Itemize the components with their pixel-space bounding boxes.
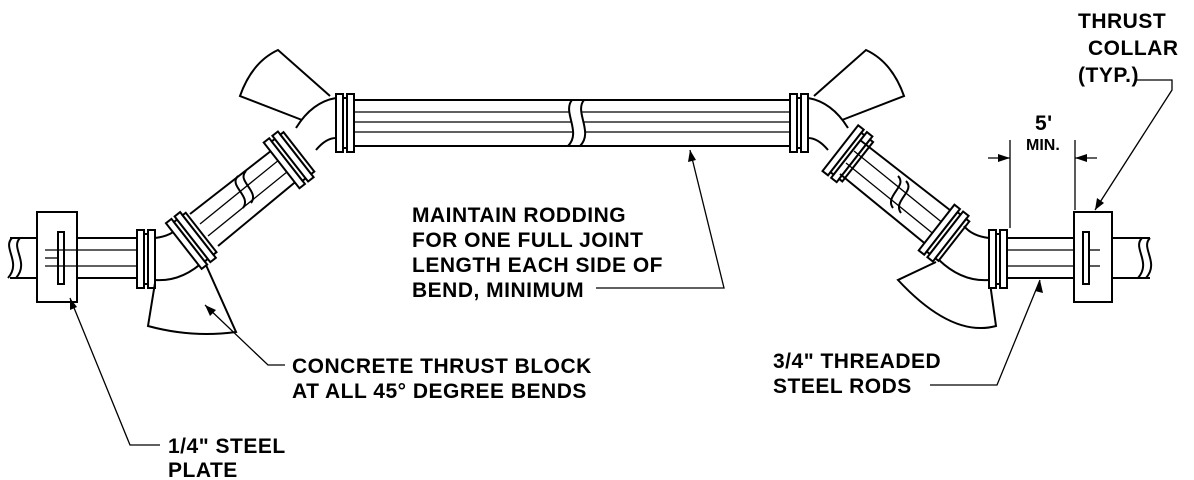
rodding-leader [596, 149, 725, 289]
thrust-block-note: CONCRETE THRUST BLOCK AT ALL 45° DEGREE … [292, 355, 592, 403]
thrust-collar-label: THRUST COLLAR (TYP.) [1078, 10, 1179, 87]
left-pipe-stub [7, 237, 37, 279]
right-flange-2 [917, 203, 971, 263]
svg-text:AT ALL 45° DEGREE BENDS: AT ALL 45° DEGREE BENDS [292, 380, 587, 403]
right-45-elbow [938, 225, 990, 282]
dimension-5ft-min [988, 140, 1097, 228]
left-diagonal-pipe [189, 139, 306, 247]
rodding-note: MAINTAIN RODDING FOR ONE FULL JOINT LENG… [412, 204, 663, 302]
svg-text:FOR ONE FULL JOINT: FOR ONE FULL JOINT [412, 229, 643, 252]
spacing-label: 5' MIN. [1026, 112, 1060, 154]
left-flange-1 [136, 229, 156, 289]
left-straight-pipe [45, 237, 137, 279]
threaded-rods-note: 3/4" THREADED STEEL RODS [773, 350, 941, 398]
upper-right-thrust-block [813, 48, 906, 121]
upper-left-thrust-block [238, 48, 331, 121]
upper-right-elbow [807, 97, 849, 151]
left-thrust-block [146, 264, 238, 335]
steel-plate-note: 1/4" STEEL PLATE [168, 435, 286, 480]
svg-text:CONCRETE THRUST BLOCK: CONCRETE THRUST BLOCK [292, 355, 592, 378]
svg-text:STEEL RODS: STEEL RODS [773, 375, 912, 398]
right-diagonal-pipe [839, 139, 956, 247]
svg-text:3/4" THREADED: 3/4" THREADED [773, 350, 941, 373]
thrust-collar-leader [1094, 79, 1173, 211]
right-thrust-block [896, 261, 998, 330]
left-flange-2 [164, 210, 218, 271]
right-thrust-collar [1073, 211, 1113, 303]
right-flange-1 [988, 229, 1008, 289]
svg-text:MAINTAIN RODDING: MAINTAIN RODDING [412, 204, 626, 227]
right-flange-3 [821, 123, 875, 184]
svg-text:THRUST: THRUST [1078, 10, 1166, 33]
upper-left-elbow [295, 97, 337, 151]
steel-plate-leader [69, 297, 160, 446]
top-flange-left [335, 93, 355, 153]
svg-text:1/4" STEEL: 1/4" STEEL [168, 435, 286, 458]
svg-text:PLATE: PLATE [168, 459, 238, 480]
right-steel-plate [1082, 231, 1090, 285]
svg-text:MIN.: MIN. [1026, 137, 1060, 154]
thrust-block-leader [204, 304, 285, 366]
threaded-rods-leader [930, 279, 1041, 386]
svg-text:COLLAR: COLLAR [1088, 37, 1179, 60]
svg-text:5': 5' [1035, 112, 1053, 135]
svg-text:(TYP.): (TYP.) [1078, 64, 1139, 87]
top-horizontal-pipe [354, 99, 790, 147]
right-pipe-stub [1112, 237, 1153, 279]
top-flange-right [789, 93, 809, 153]
svg-text:LENGTH EACH SIDE OF: LENGTH EACH SIDE OF [412, 254, 663, 277]
svg-text:BEND, MINIMUM: BEND, MINIMUM [412, 279, 584, 302]
left-flange-3 [262, 130, 316, 190]
